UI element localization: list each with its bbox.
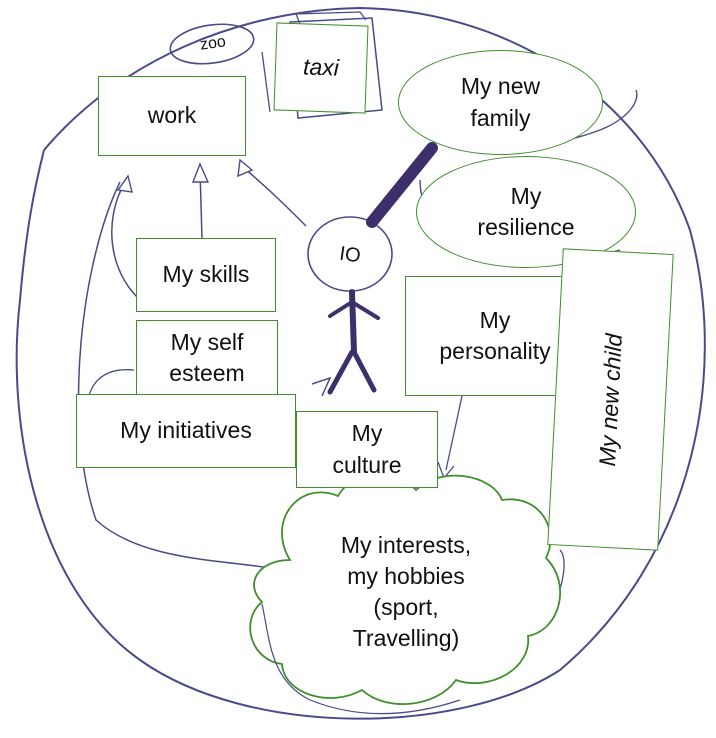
interests-node: My interests, my hobbies (sport, Travell… <box>340 531 472 652</box>
zoo-bubble <box>169 23 255 65</box>
io-label: IO <box>338 242 363 267</box>
taxi-node: taxi <box>273 22 369 114</box>
family-node: My new family <box>398 50 603 155</box>
outer-circle <box>15 6 706 720</box>
loop-initiatives-interests <box>77 181 271 569</box>
arrow-io-work <box>243 167 307 227</box>
personality-node: My personality <box>405 276 585 396</box>
marker-link <box>366 142 438 228</box>
initiatives-node: My initiatives <box>76 394 296 468</box>
arrow-personality-interests <box>445 395 463 471</box>
skills-node: My skills <box>136 238 276 312</box>
culture-node: My culture <box>296 411 438 488</box>
child-node: My new child <box>547 248 674 551</box>
child-node-label: My new child <box>593 332 627 467</box>
self-esteem-node: My self esteem <box>136 320 278 396</box>
arrow-left-work <box>111 183 141 301</box>
work-node: work <box>98 76 246 156</box>
